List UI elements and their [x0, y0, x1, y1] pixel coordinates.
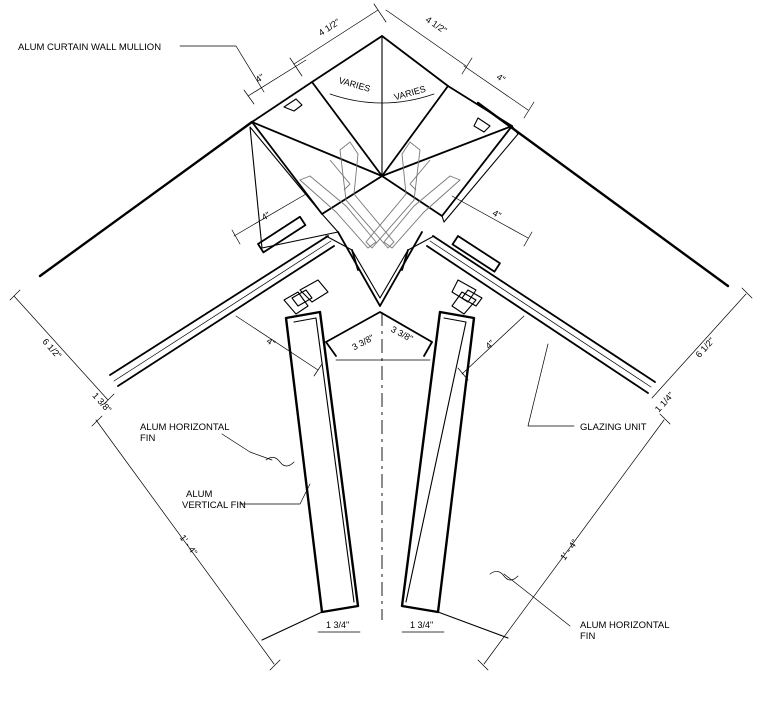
- dim-top-right: 4 1/2": [424, 14, 449, 35]
- dim-center-left: 3 3/8": [350, 332, 375, 352]
- corner-apex: [311, 35, 449, 307]
- dimension-lines: [9, 3, 753, 671]
- dim-fin-left-width: 1 3/4": [326, 620, 349, 630]
- fin-connectors: [325, 311, 433, 357]
- varies-right-label: VARIES: [393, 84, 427, 103]
- glazing-unit-label: GLAZING UNIT: [580, 422, 647, 433]
- left-glazing-unit: [38, 120, 335, 387]
- dim-right-overall: 6 1/2": [694, 336, 717, 360]
- horizontal-fin-left-label-2: FIN: [140, 433, 155, 444]
- hidden-subframe-lines: [299, 141, 461, 249]
- dim-lower-right-4: 4": [484, 338, 497, 351]
- right-mullion: [381, 85, 519, 307]
- varies-left-label: VARIES: [338, 75, 372, 94]
- dim-fin-right-width: 1 3/4": [410, 620, 433, 630]
- horizontal-fin-left-label-1: ALUM HORIZONTAL: [140, 422, 230, 433]
- dim-lower-left-4: 4": [265, 336, 277, 349]
- dim-upper-right-4: 4": [495, 72, 507, 85]
- dim-top-left: 4 1/2": [317, 17, 342, 38]
- dim-center-right: 3 3/8": [389, 324, 414, 344]
- dim-right-long: 1' - 4": [558, 538, 580, 562]
- dimension-texts: 4 1/2" 4 1/2" 4" 4" 4" 4" 4" 4" 6 1/2" 6…: [40, 14, 716, 630]
- vertical-fin-label-2: VERTICAL FIN: [182, 500, 246, 511]
- horizontal-fin-right-label-2: FIN: [580, 631, 595, 642]
- dim-mid-left-4: 4": [260, 210, 272, 223]
- vertical-fin-label-1: ALUM: [186, 489, 212, 500]
- right-glazing-unit: [426, 101, 730, 394]
- horizontal-fin-edges: [261, 611, 509, 641]
- leaders: [179, 45, 575, 627]
- dim-upper-left-4: 4": [254, 72, 266, 85]
- right-vertical-fin: [400, 291, 477, 614]
- horizontal-fin-right-label-1: ALUM HORIZONTAL: [580, 620, 670, 631]
- dim-left-overall: 6 1/2": [40, 337, 63, 361]
- mullion-label: ALUM CURTAIN WALL MULLION: [18, 42, 161, 53]
- dim-left-long: 1' - 4": [178, 533, 200, 557]
- left-vertical-fin: [283, 291, 360, 614]
- dim-left-glass: 1 3/8": [90, 391, 113, 415]
